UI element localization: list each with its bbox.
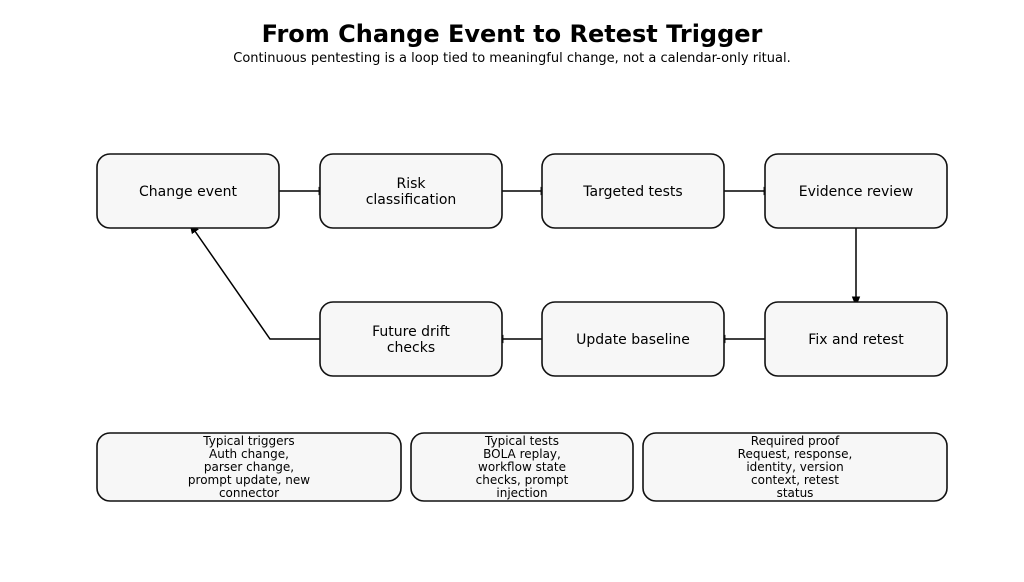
note-line: parser change, xyxy=(204,460,294,474)
node-label: Change event xyxy=(139,184,237,200)
node-box xyxy=(319,301,503,377)
edges-layer xyxy=(189,186,861,344)
node-box xyxy=(541,153,725,229)
note-heading: Typical tests xyxy=(484,434,559,448)
note-box xyxy=(642,432,948,502)
note-line: Request, response, xyxy=(738,447,853,461)
node-label: Fix and retest xyxy=(808,332,904,348)
node-box xyxy=(96,153,280,229)
node-label: Targeted tests xyxy=(582,184,682,200)
node-label: classification xyxy=(366,192,457,208)
node-update-baseline: Update baseline xyxy=(541,301,725,377)
note-box xyxy=(410,432,634,502)
node-box xyxy=(764,153,948,229)
note-line: identity, version xyxy=(746,460,843,474)
node-label: Future drift xyxy=(372,324,450,340)
node-change-event: Change event xyxy=(96,153,280,229)
note-line: workflow state xyxy=(478,460,566,474)
note-line: status xyxy=(777,486,814,500)
node-box xyxy=(764,301,948,377)
note-heading: Required proof xyxy=(751,434,840,448)
node-box xyxy=(319,153,503,229)
node-label: checks xyxy=(387,340,435,356)
node-evidence-review: Evidence review xyxy=(764,153,948,229)
note-line: checks, prompt xyxy=(476,473,569,487)
note-line: Auth change, xyxy=(209,447,289,461)
note-box xyxy=(96,432,402,502)
note-line: injection xyxy=(496,486,547,500)
node-fix-and-retest: Fix and retest xyxy=(764,301,948,377)
note-line: connector xyxy=(219,486,279,500)
page-subtitle: Continuous pentesting is a loop tied to … xyxy=(233,51,790,66)
note-line: context, retest xyxy=(751,473,839,487)
note-heading: Typical triggers xyxy=(202,434,294,448)
node-box xyxy=(541,301,725,377)
node-label: Evidence review xyxy=(799,184,913,200)
note-line: prompt update, new xyxy=(188,473,310,487)
node-targeted-tests: Targeted tests xyxy=(541,153,725,229)
note-line: BOLA replay, xyxy=(483,447,561,461)
node-label: Risk xyxy=(396,176,426,192)
page-title: From Change Event to Retest Trigger xyxy=(262,20,763,48)
edge-future-drift-checks-to-change-event xyxy=(189,223,329,340)
node-label: Update baseline xyxy=(576,332,690,348)
